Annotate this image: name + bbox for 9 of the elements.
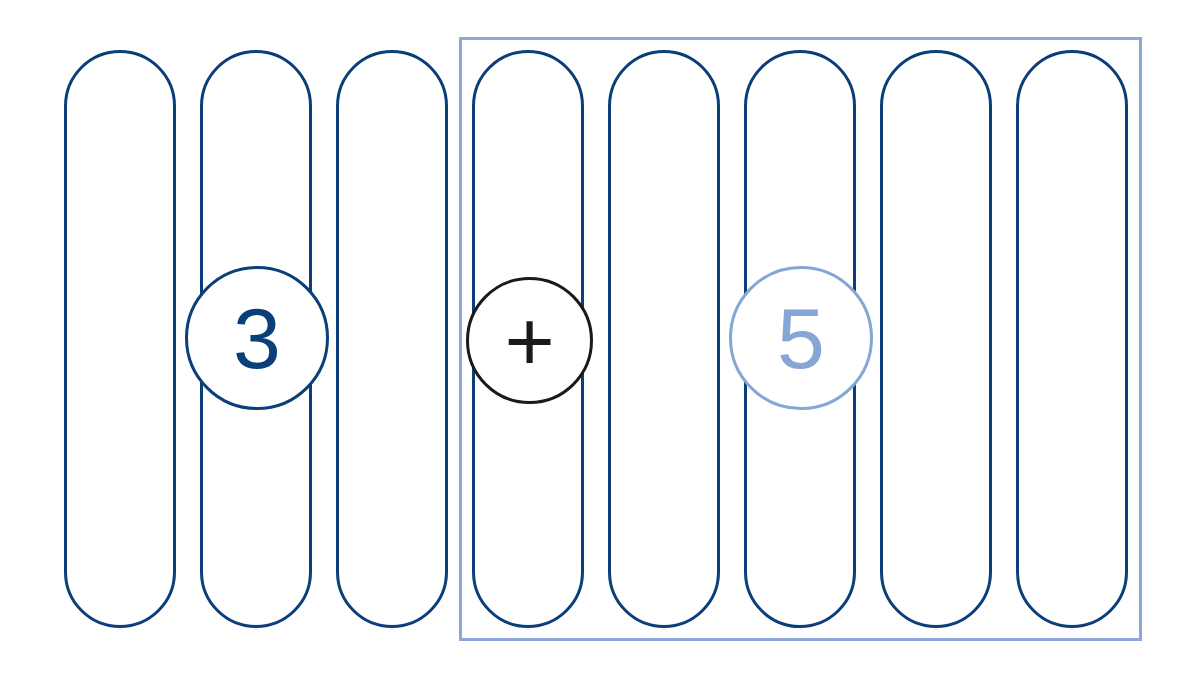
circle-label: 3 [233,295,281,381]
pill-shape [608,50,720,628]
circle-label: 5 [777,295,825,381]
pill-shape [336,50,448,628]
pill-shape [1016,50,1128,628]
group-frame [459,37,1142,641]
pill-shape [64,50,176,628]
pill-shape [880,50,992,628]
circle-label: + [504,297,555,384]
